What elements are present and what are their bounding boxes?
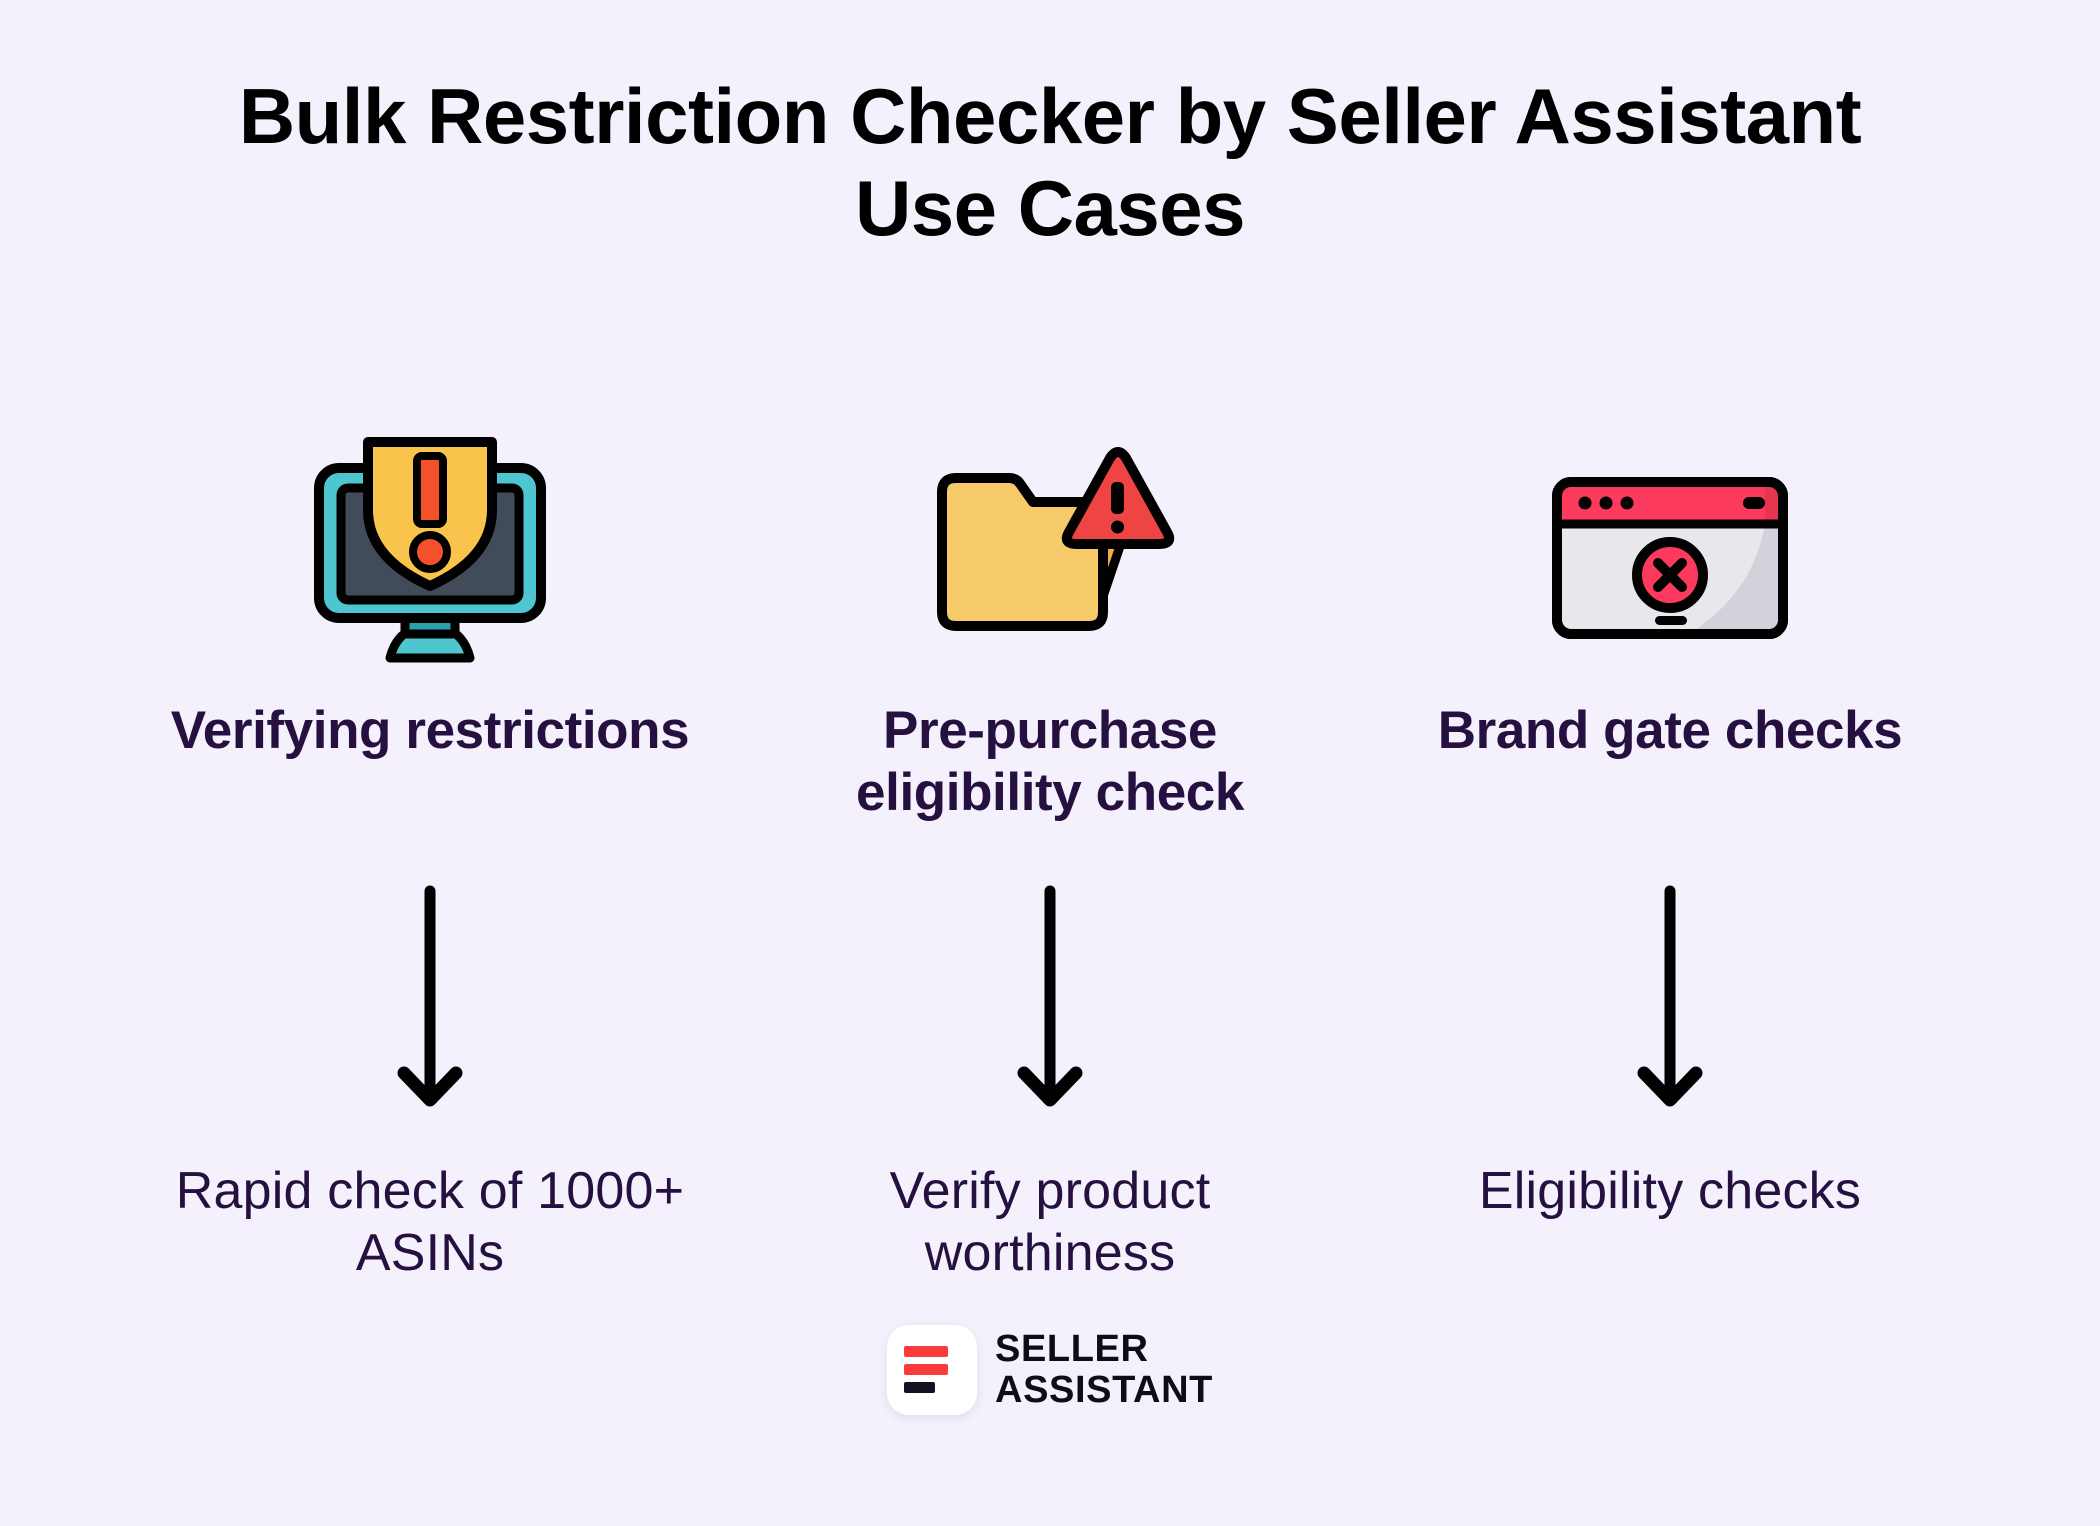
caption-cell-2: Verify product worthiness SELLER ASSISTA… (740, 1160, 1360, 1415)
browser-error-window-icon (1545, 430, 1795, 680)
logo-text-line-2: ASSISTANT (995, 1368, 1213, 1411)
logo-text-line-1: SELLER (995, 1327, 1149, 1370)
title-line-1: Bulk Restriction Checker by Seller Assis… (238, 72, 1862, 160)
monitor-warning-shield-icon (305, 430, 555, 680)
title-line-2: Use Cases (854, 164, 1246, 253)
seller-assistant-logo-mark (887, 1324, 978, 1415)
logo-bar-red-1 (904, 1346, 949, 1358)
folder-warning-icon (925, 430, 1175, 680)
use-case-caption-3: Eligibility checks (1478, 1162, 1862, 1220)
caption-cell-3: Eligibility checks (1360, 1160, 1980, 1222)
use-case-heading-3: Brand gate checks (1437, 701, 1903, 760)
use-case-column-3: Brand gate checks (1360, 430, 1980, 762)
down-arrow-icon-1 (120, 885, 740, 1120)
use-case-column-2: Pre-purchase eligibility check (740, 430, 1360, 824)
logo-wordmark: SELLER ASSISTANT (995, 1327, 1213, 1411)
use-case-caption-1: Rapid check of 1000+ ASINs (175, 1162, 685, 1283)
caption-cell-1: Rapid check of 1000+ ASINs (120, 1160, 740, 1285)
use-case-columns: Verifying restrictions Pre-purchase (0, 430, 2100, 824)
down-arrow-icon-3 (1360, 885, 1980, 1120)
page-title: Bulk Restriction Checker by Seller Assis… (0, 70, 2100, 254)
use-case-caption-2: Verify product worthiness (889, 1162, 1211, 1283)
logo-bar-dark (904, 1382, 936, 1394)
use-case-column-1: Verifying restrictions (120, 430, 740, 762)
arrow-row (0, 885, 2100, 1120)
use-case-heading-2: Pre-purchase eligibility check (856, 701, 1244, 822)
down-arrow-icon-2 (740, 885, 1360, 1120)
use-case-heading-1: Verifying restrictions (170, 701, 690, 760)
seller-assistant-logo: SELLER ASSISTANT (887, 1324, 1213, 1415)
caption-row: Rapid check of 1000+ ASINs Verify produc… (0, 1160, 2100, 1415)
logo-bar-red-2 (904, 1364, 949, 1376)
